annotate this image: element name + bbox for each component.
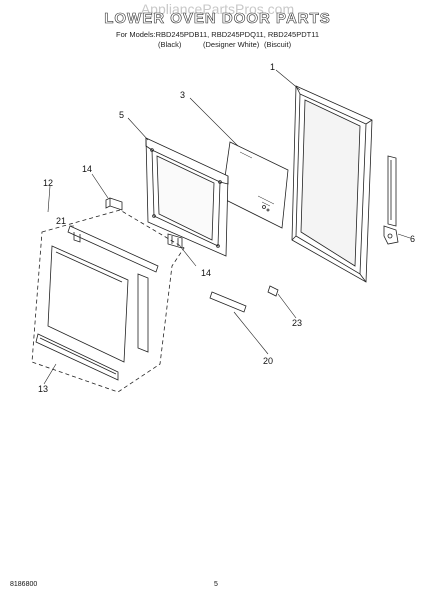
callout-3: 3 [180,90,185,100]
part-20-trim [209,291,247,313]
variant-designer-white: (Designer White) [203,40,260,49]
variant-biscuit: (Biscuit) [264,40,292,49]
page-number: 5 [214,581,218,588]
watermark: AppliancePartsPros.com [140,1,295,17]
part-5-inner-frame [145,137,229,257]
leader-lines [43,69,411,385]
part-12-assembly-outline [31,209,185,393]
callout-13: 13 [38,384,48,394]
callout-21: 21 [56,216,66,226]
inner-panel [47,245,129,363]
part-23-clip [267,285,279,297]
part-1-door-frame [291,85,373,283]
page-title: LOWER OVEN DOOR PARTS [104,10,331,28]
callout-5: 5 [119,110,124,120]
callout-6: 6 [410,234,415,244]
callout-23: 23 [292,318,302,328]
callout-12: 12 [43,178,53,188]
callout-20: 20 [263,356,273,366]
models-line: For Models:RBD245PDB11, RBD245PDQ11, RBD… [115,30,319,39]
callout-14-lower: 14 [201,268,211,278]
part-14-bracket-upper [105,197,123,211]
part-3-glass [221,141,289,229]
callout-14-upper: 14 [82,164,92,174]
variant-black: (Black) [158,40,182,49]
part-6-hinge [383,155,399,245]
part-21-top-rail [67,225,159,273]
doc-number: 8186800 [10,581,38,588]
part-13-bottom-trim [35,333,119,381]
side-strip [137,273,149,353]
callout-1: 1 [270,62,275,72]
